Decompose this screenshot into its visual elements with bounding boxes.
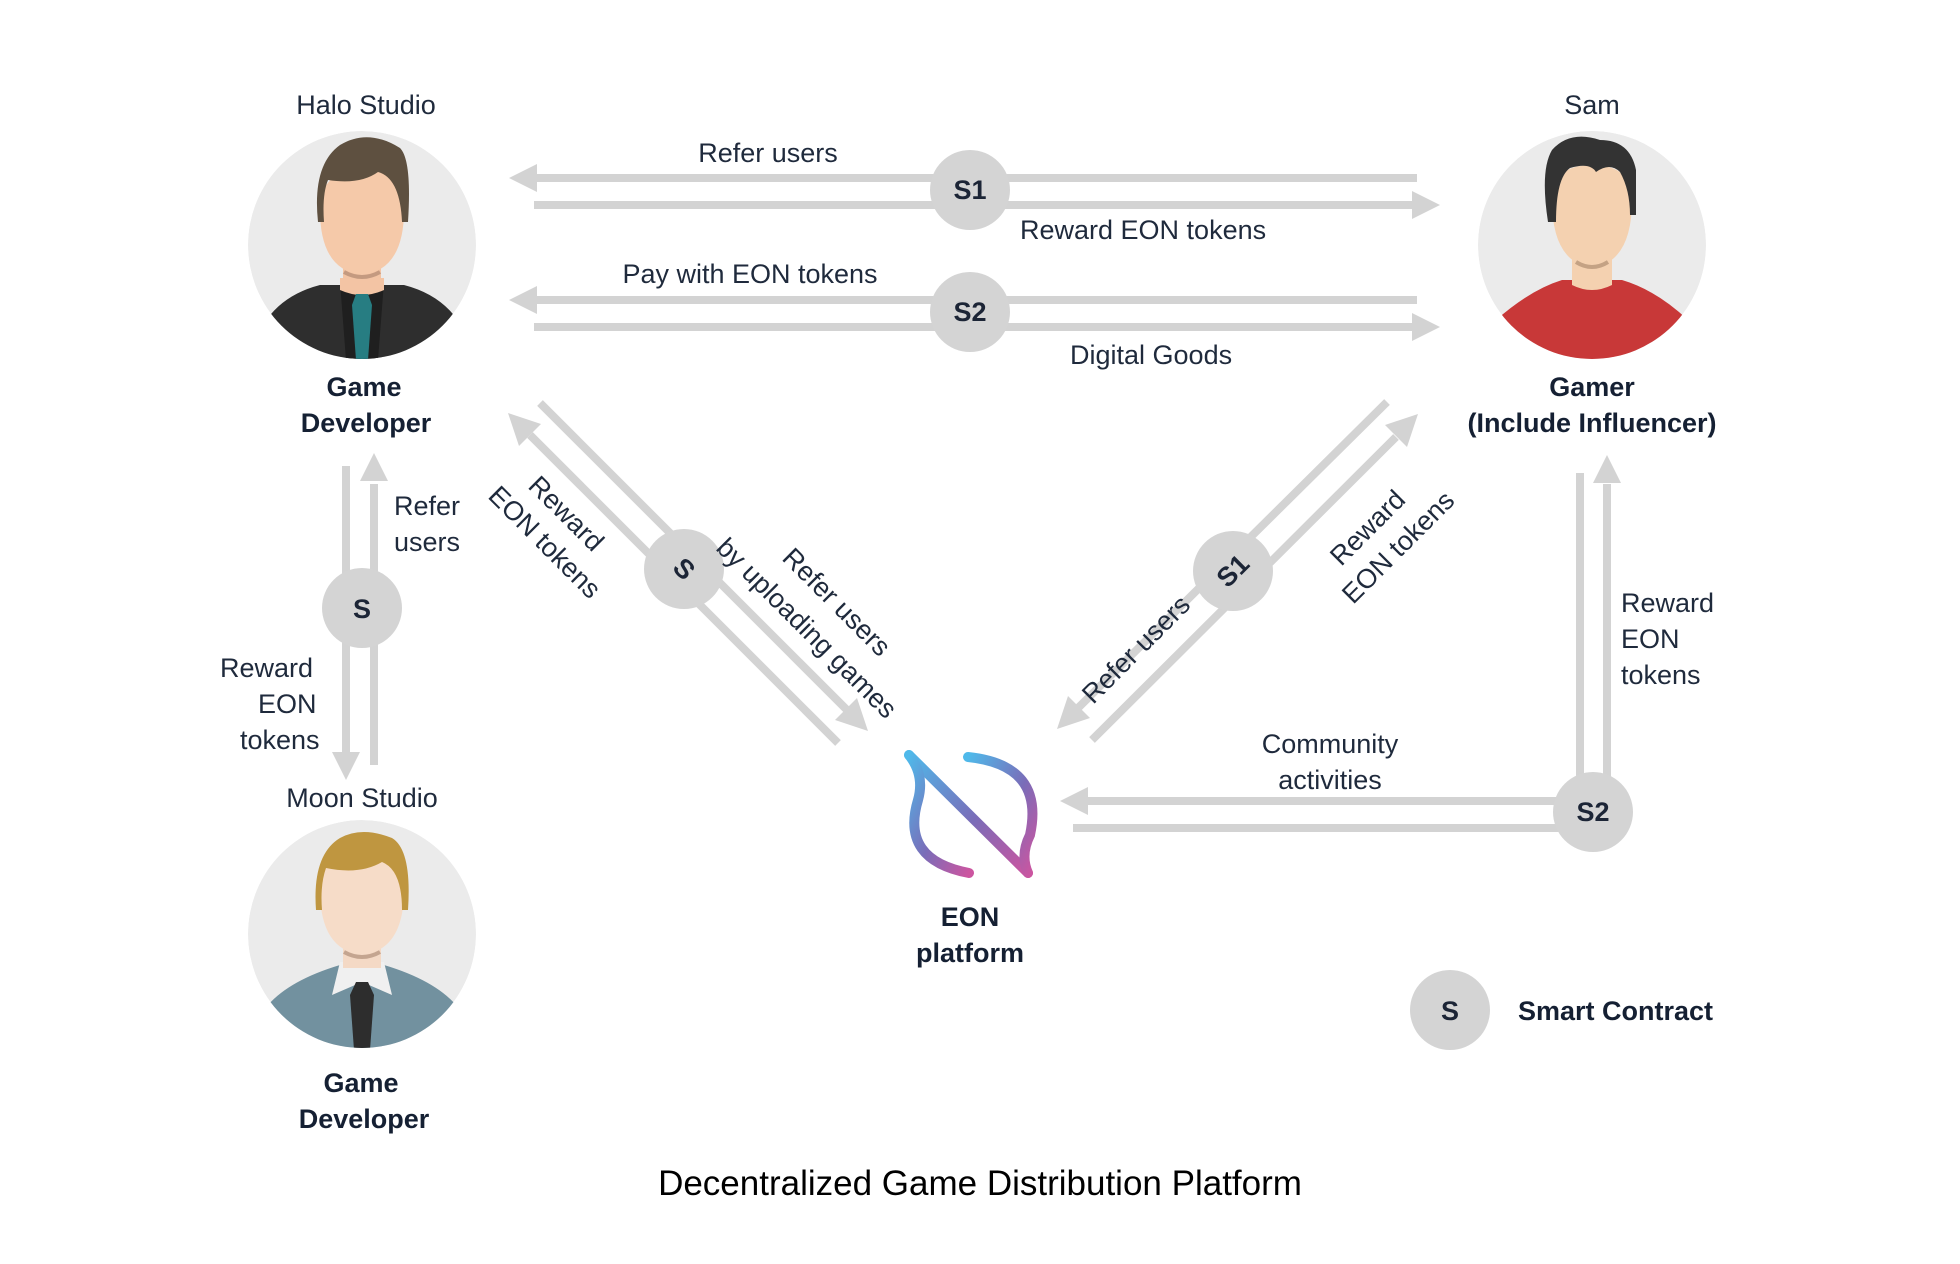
- contract-label: S1: [953, 175, 986, 205]
- contract-node-left-s[interactable]: S: [322, 568, 402, 648]
- flow-label-pay-with-eon: Pay with EON tokens: [622, 259, 878, 289]
- actor-role-halo-line2: Developer: [300, 408, 432, 438]
- arrowhead-left: [509, 164, 537, 192]
- avatar-halo-developer-icon[interactable]: [248, 131, 476, 360]
- arrowhead-down-right: [835, 698, 868, 731]
- flow-label-refer-users: Refer users: [698, 138, 838, 168]
- legend-label: Smart Contract: [1518, 996, 1714, 1026]
- flow-label-reward-line1: Reward: [220, 653, 314, 683]
- flow-label-digital-goods: Digital Goods: [1070, 340, 1233, 370]
- flow-community-eon: [1060, 787, 1560, 832]
- flow-label-right-reward-line2: EON: [1621, 624, 1680, 654]
- flow-label-reward-line2: EON: [258, 689, 317, 719]
- flow-label-reward-line3: tokens: [240, 725, 320, 755]
- contract-label: S2: [953, 297, 986, 327]
- avatar-sam-gamer-icon[interactable]: [1478, 131, 1706, 362]
- actor-role-moon-line2: Developer: [298, 1104, 430, 1134]
- flow-s2-sam: [1576, 455, 1621, 790]
- arrowhead-up-right: [1385, 414, 1418, 447]
- arrowhead-right: [1412, 191, 1440, 219]
- legend-smart-contract: S: [1410, 970, 1490, 1050]
- contract-node-diag-right-s1[interactable]: S1: [1193, 531, 1273, 611]
- arrowhead-up: [360, 453, 388, 481]
- arrowhead-up-left: [508, 413, 541, 446]
- contract-node-top-s1[interactable]: S1: [930, 150, 1010, 230]
- eon-platform-line1: EON: [940, 902, 1000, 932]
- flow-label-right-reward-line1: Reward: [1621, 588, 1715, 618]
- arrowhead-up: [1593, 455, 1621, 483]
- contract-label: S2: [1576, 797, 1609, 827]
- arrowhead-down: [332, 752, 360, 780]
- arrowhead-left: [1060, 787, 1088, 815]
- actor-role-halo-line1: Game: [326, 372, 402, 402]
- flow-label-community-line2: activities: [1278, 765, 1382, 795]
- flow-label-community-line1: Community: [1261, 729, 1399, 759]
- eon-logo-icon[interactable]: [904, 750, 1038, 878]
- avatar-moon-developer-icon[interactable]: [248, 820, 476, 1060]
- actor-name-halo: Halo Studio: [296, 90, 436, 120]
- flow-label-refer-line1: Refer: [394, 491, 461, 521]
- actor-role-sam-line2: (Include Influencer): [1467, 408, 1717, 438]
- actor-role-sam-line1: Gamer: [1549, 372, 1635, 402]
- actor-role-moon-line1: Game: [323, 1068, 399, 1098]
- flow-label-right-reward-line3: tokens: [1621, 660, 1701, 690]
- flow-label-reward-eon-tokens: Reward EON tokens: [1020, 215, 1267, 245]
- contract-label: S: [353, 594, 371, 624]
- arrowhead-left: [509, 286, 537, 314]
- contract-node-diag-left-s[interactable]: S: [644, 529, 724, 609]
- legend-symbol: S: [1441, 996, 1459, 1026]
- eon-platform-line2: platform: [916, 938, 1024, 968]
- contract-node-bottom-right-s2[interactable]: S2: [1553, 772, 1633, 852]
- actor-name-sam: Sam: [1564, 90, 1620, 120]
- flow-label-refer-line2: users: [394, 527, 461, 557]
- contract-node-top-s2[interactable]: S2: [930, 272, 1010, 352]
- actor-name-moon: Moon Studio: [286, 783, 438, 813]
- arrowhead-down-left: [1057, 696, 1090, 729]
- arrowhead-right: [1412, 313, 1440, 341]
- diagram-title: Decentralized Game Distribution Platform: [658, 1164, 1302, 1203]
